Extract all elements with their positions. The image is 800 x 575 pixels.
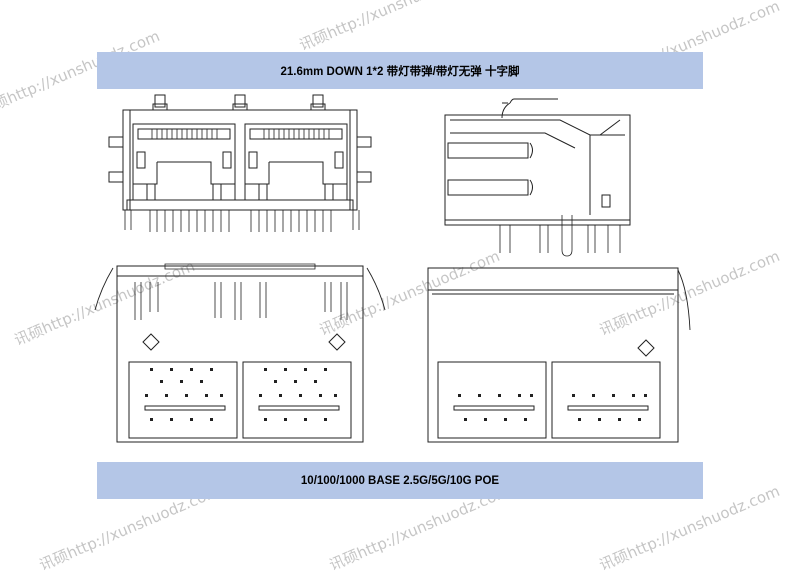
top-title-banner: 21.6mm DOWN 1*2 带灯带弹/带灯无弹 十字脚 (97, 52, 703, 89)
front-view-drawing (105, 92, 375, 252)
bottom-view-without-spring-drawing (420, 262, 705, 447)
top-title-text: 21.6mm DOWN 1*2 带灯带弹/带灯无弹 十字脚 (280, 65, 520, 78)
bottom-view-with-spring-drawing (95, 262, 385, 447)
bottom-title-banner: 10/100/1000 BASE 2.5G/5G/10G POE (97, 462, 703, 499)
side-view-drawing (440, 95, 635, 255)
bottom-title-text: 10/100/1000 BASE 2.5G/5G/10G POE (300, 474, 500, 487)
watermark-2: 讯硕http://xunshuodz.com (296, 0, 483, 55)
